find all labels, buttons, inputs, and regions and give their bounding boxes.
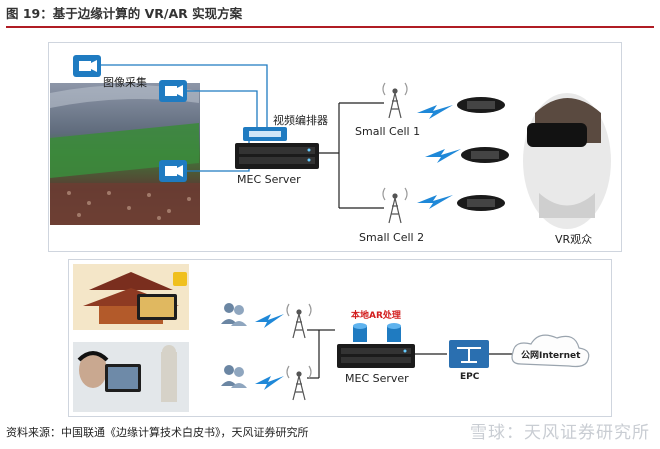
user-icon	[221, 365, 247, 388]
epc-label: EPC	[460, 372, 480, 382]
museum-photo	[73, 342, 189, 412]
ar-diagram-canvas	[73, 264, 590, 412]
ar-solution-panel: 本地AR处理 MEC Server EPC 公网Internet	[68, 259, 612, 417]
mec-server-icon	[337, 344, 415, 368]
small-cell-2-label: Small Cell 2	[359, 231, 425, 244]
user-icon	[221, 303, 247, 326]
vr-headset-icon	[461, 147, 509, 163]
vr-viewer-photo	[523, 93, 611, 229]
database-icon	[353, 323, 401, 342]
mec-server-icon	[235, 143, 319, 169]
vr-solution-panel: 图像采集 视频编排器 MEC Server Small Cell 1 Small…	[48, 42, 622, 252]
base-station-antenna-icon	[286, 303, 312, 339]
small-cell-1-label: Small Cell 1	[355, 125, 421, 138]
figure-title: 图 19：基于边缘计算的 VR/AR 实现方案	[6, 4, 654, 28]
camera-icon	[159, 160, 187, 182]
local-ar-processing-label: 本地AR处理	[351, 311, 401, 321]
base-station-antenna-icon	[286, 365, 312, 401]
image-capture-label: 图像采集	[103, 76, 147, 89]
small-cell-antenna-icon	[382, 187, 408, 224]
mec-server-label: MEC Server	[345, 372, 409, 385]
video-encoder-device	[243, 127, 287, 141]
internet-label: 公网Internet	[521, 351, 581, 361]
server-links	[319, 102, 384, 209]
bottom-links	[307, 329, 513, 379]
stadium-photo	[50, 83, 200, 225]
vr-headset-icon	[457, 195, 505, 211]
camera-icon	[159, 80, 187, 102]
video-encoder-label: 视频编排器	[273, 114, 328, 127]
source-note: 资料来源：中国联通《边缘计算技术白皮书》，天风证券研究所	[6, 426, 309, 439]
wireless-signal-icon	[255, 314, 284, 390]
vr-headset-icon	[457, 97, 505, 113]
vr-audience-label: VR观众	[555, 233, 593, 246]
mec-server-label: MEC Server	[237, 173, 301, 186]
pagoda-photo	[73, 264, 189, 330]
camera-icon	[73, 55, 101, 77]
wireless-signal-icon	[417, 105, 461, 209]
internet-cloud-icon	[511, 334, 590, 368]
epc-router-icon	[449, 340, 489, 368]
small-cell-antenna-icon	[382, 82, 408, 119]
vr-diagram-canvas	[50, 55, 611, 229]
watermark: 雪球：天风证券研究所	[470, 423, 650, 443]
